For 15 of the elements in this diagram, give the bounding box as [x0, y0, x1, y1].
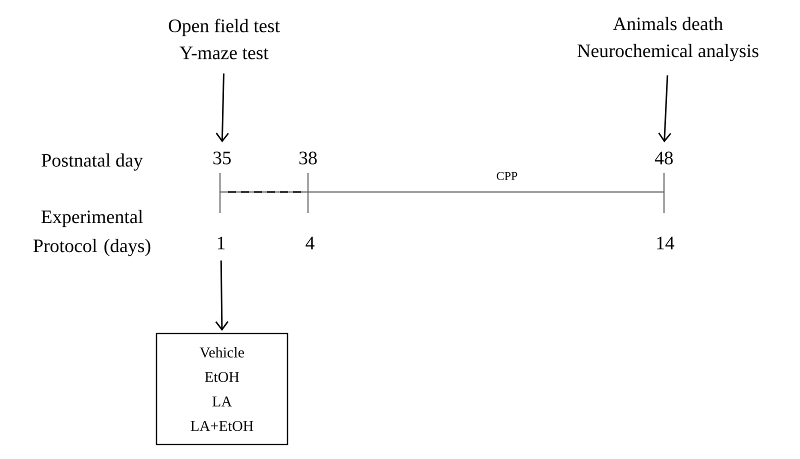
heading-text: Open field test Y-maze test — [168, 18, 280, 60]
tick-number: 4 — [306, 236, 314, 250]
tick-number: 38 — [299, 152, 317, 164]
axis-label: Postnatal day — [42, 153, 143, 171]
arrow — [658, 75, 672, 142]
segment-label: CPP — [496, 172, 518, 180]
tick-number: 14 — [657, 236, 674, 250]
arrow — [215, 260, 228, 331]
heading-text: Animals death Neurochemical analysis — [578, 16, 758, 62]
tick-number: 1 — [218, 236, 225, 250]
arrow — [216, 73, 229, 142]
tick-number: 35 — [213, 152, 231, 164]
axis-label: Experimental Protocol (days) — [33, 210, 150, 256]
treatment-box: Vehicle EtOH LA LA+EtOH — [156, 332, 288, 446]
tick-number: 48 — [654, 152, 673, 164]
